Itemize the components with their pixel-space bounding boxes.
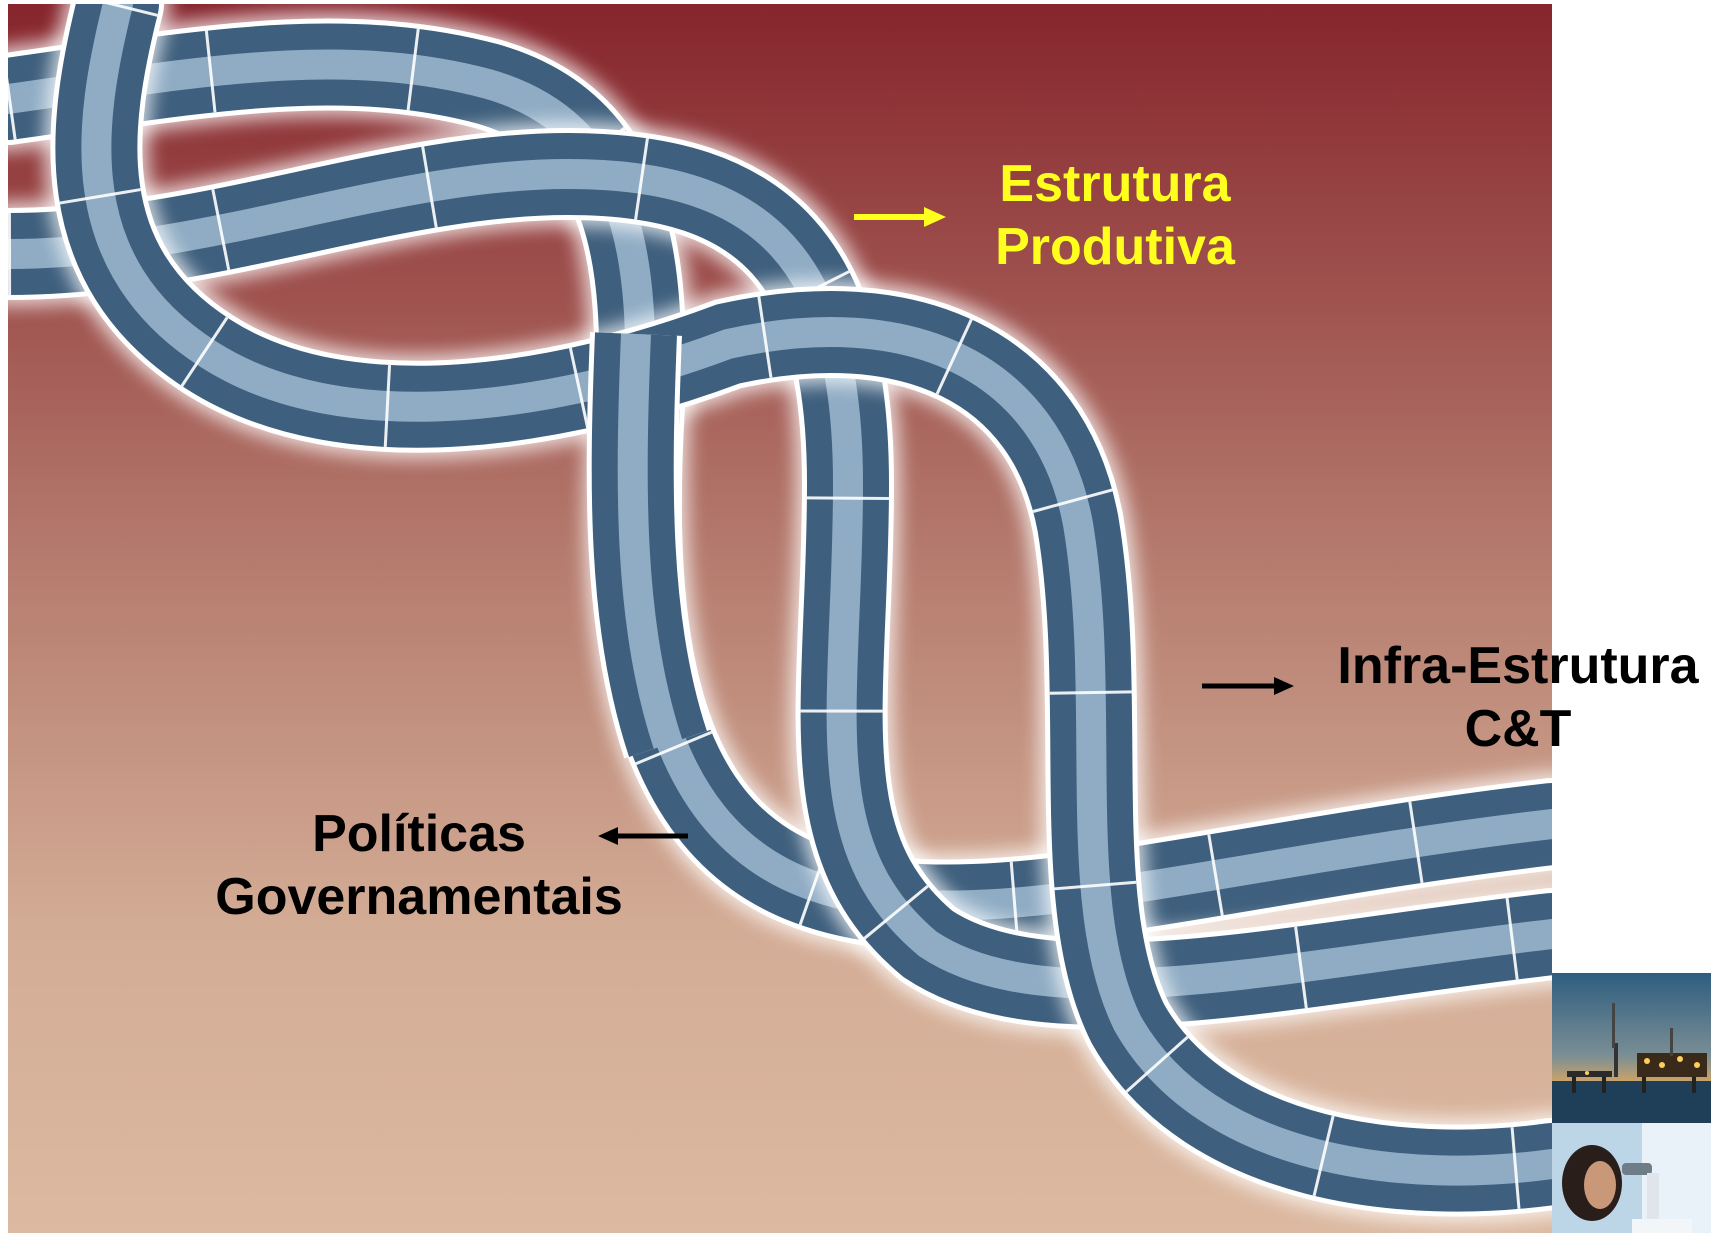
offshore-platform-photo	[1552, 973, 1711, 1123]
label-infra-line1: Infra-Estrutura	[1325, 635, 1711, 698]
arrow-right-icon-infra	[1200, 671, 1296, 701]
scientist-microscope-photo	[1552, 1123, 1711, 1233]
label-infra-estrutura: Infra-Estrutura C&T	[1325, 635, 1711, 761]
braid-illustration	[8, 4, 1552, 1233]
label-estrutura-produtiva: Estrutura Produtiva	[970, 153, 1260, 279]
braid-svg	[8, 4, 1552, 1233]
label-infra-line2: C&T	[1325, 698, 1711, 761]
label-politicas-governamentais: Políticas Governamentais	[188, 803, 650, 929]
label-politicas-line2: Governamentais	[188, 866, 650, 929]
strand-1-overpass	[633, 334, 668, 744]
arrow-left-icon-politicas	[596, 821, 690, 851]
label-estrutura-line2: Produtiva	[970, 216, 1260, 279]
label-estrutura-line1: Estrutura	[970, 153, 1260, 216]
label-politicas-line1: Políticas	[188, 803, 650, 866]
arrow-right-icon-estrutura	[852, 202, 948, 232]
